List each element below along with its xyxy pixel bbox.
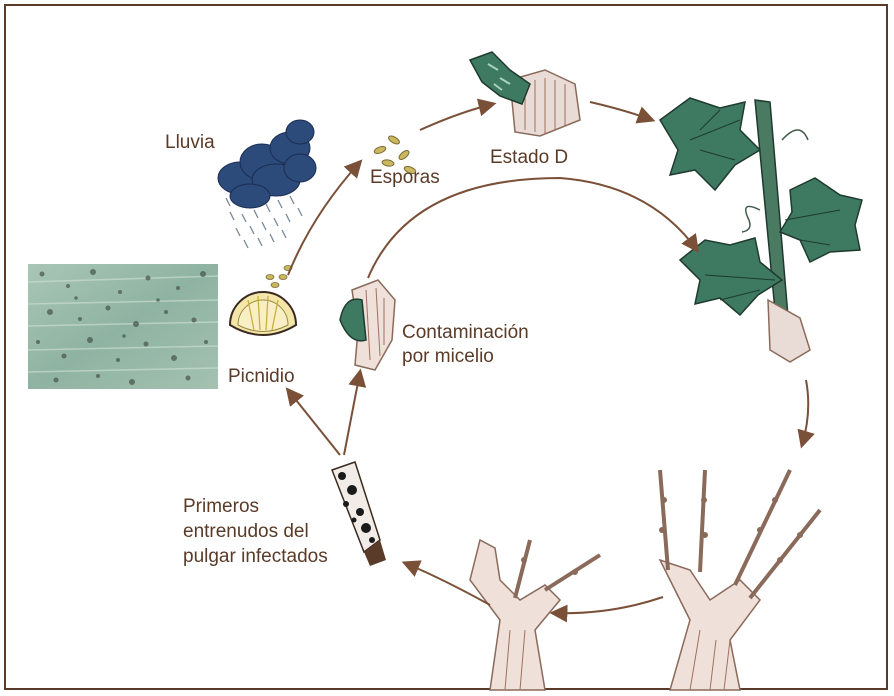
label-stage-d: Estado D bbox=[490, 147, 568, 169]
pycnidium-icon bbox=[230, 266, 296, 336]
arrow-internode-to-pycnidium bbox=[288, 390, 340, 455]
label-internodes-line2: entrenudos del bbox=[183, 521, 309, 543]
label-rain: Lluvia bbox=[165, 132, 215, 154]
mycelium-contamination-icon bbox=[340, 280, 395, 370]
arrow-stage-d-to-shoot bbox=[590, 102, 652, 120]
pruned-spur-icon bbox=[470, 540, 600, 690]
label-internodes-line1: Primeros bbox=[183, 496, 259, 518]
pruned-vine-with-canes-icon bbox=[659, 470, 820, 690]
arrow-internode-to-contamination bbox=[344, 372, 360, 455]
label-contamination-line2: por micelio bbox=[402, 346, 494, 368]
label-contamination-line1: Contaminación bbox=[402, 322, 529, 344]
arrow-shoot-to-canes bbox=[802, 380, 808, 445]
arrow-spores-to-stage-d bbox=[420, 104, 493, 130]
rain-cloud-icon bbox=[218, 120, 316, 248]
budburst-stage-d-icon bbox=[470, 52, 580, 136]
arrow-contamination-to-shoot bbox=[368, 178, 697, 278]
green-shoot-with-leaves-icon bbox=[660, 98, 862, 362]
label-pycnidium: Picnidio bbox=[228, 366, 295, 388]
label-internodes-line3: pulgar infectados bbox=[183, 546, 328, 568]
label-spores: Esporas bbox=[370, 167, 440, 189]
infected-internode-icon bbox=[332, 462, 386, 566]
arrow-canes-to-spur bbox=[553, 597, 663, 613]
